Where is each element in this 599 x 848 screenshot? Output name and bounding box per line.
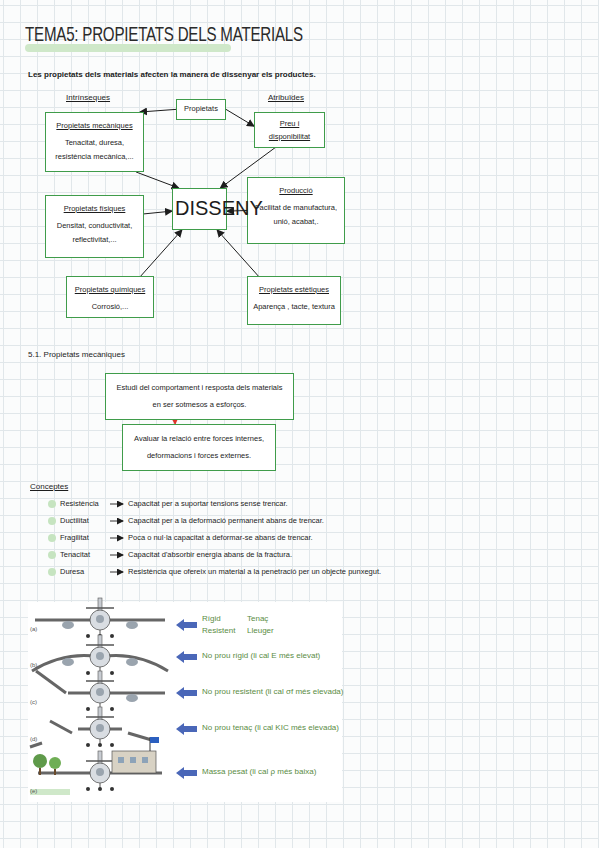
section-heading: Conceptes	[30, 482, 68, 491]
title-highlight	[25, 44, 231, 52]
connector	[136, 172, 179, 188]
blue-arrows	[176, 619, 197, 779]
node-body: Corrosió,...	[71, 300, 149, 314]
picture-label: No prou tenaç (li cal KIC més elevada)	[202, 723, 339, 732]
connector	[141, 230, 182, 276]
node-heading: Propietats	[181, 103, 221, 116]
node-heading: Producció	[252, 185, 340, 198]
property-box: Propietats químiquesCorrosió,...	[66, 276, 154, 318]
node-body: Tenacitat, duresa, resistència mecànica,…	[50, 136, 139, 165]
node-heading: Propietats químiques	[71, 284, 149, 297]
concept-definition: Capacitat d'absorbir energia abans de la…	[128, 550, 292, 559]
row-letter: (e)	[30, 788, 37, 794]
concept-definition: Capacitat per a la deformació permanent …	[128, 516, 324, 525]
section-heading: 5.1. Propietats mecàniques	[28, 350, 125, 359]
picture-label: Rígid	[202, 614, 221, 623]
row-letter: (c)	[30, 699, 37, 705]
concept-box: Avaluar la relació entre forces internes…	[122, 424, 276, 471]
central-box: DISSENY	[172, 188, 227, 230]
concept-term: Tenacitat	[60, 550, 90, 559]
picture-panel	[28, 602, 342, 802]
picture-label: Resistent	[202, 626, 235, 635]
picture-label: Massa pesat (li cal ρ més baixa)	[202, 767, 316, 776]
node-heading: Avaluar la relació entre forces internes…	[131, 431, 267, 464]
source-box: Propietats	[176, 99, 226, 120]
attribute-box: Preu i disponibilitat	[254, 112, 325, 148]
picture-label: Lleuger	[247, 626, 274, 635]
concept-definition: Capacitat per a suportar tensions sense …	[128, 499, 288, 508]
node-heading: Propietats físiques	[50, 203, 139, 216]
node-heading: Estudi del comportament i resposta dels …	[116, 380, 283, 413]
picture-label: No prou resistent (li cal σf més elevada…	[202, 687, 343, 696]
attribute-box: Propietats estètiquesAparença , tacte, t…	[247, 276, 341, 325]
picture-label: No prou rígid (li cal E més elevat)	[202, 651, 320, 660]
concept-term: Ductilitat	[60, 516, 89, 525]
concept-term: Fragilitat	[60, 533, 89, 542]
node-body: Aparença , tacte, textura	[252, 300, 336, 314]
node-heading: Preu i disponibilitat	[259, 118, 320, 144]
concept-arrows	[110, 504, 123, 572]
subtitle: Les propietats dels materials afecten la…	[28, 70, 316, 79]
row-letter: (d)	[30, 736, 37, 742]
group-heading: Atribuïdes	[268, 93, 304, 102]
connector	[226, 109, 254, 126]
group-heading: Intrínseques	[66, 93, 110, 102]
attribute-box: ProduccióFacilitat de manufactura, unió,…	[247, 177, 345, 244]
concept-term: Duresa	[60, 567, 84, 576]
property-box: Propietats físiquesDensitat, conductivit…	[45, 195, 144, 258]
page-title: TEMA5: PROPIETATS DELS MATERIALS	[25, 22, 303, 46]
connector	[227, 210, 247, 212]
concept-definition: Poca o nul·la capacitat a deformar-se ab…	[128, 533, 313, 542]
node-heading: Propietats estètiques	[252, 284, 336, 297]
concept-box: Estudi del comportament i resposta dels …	[105, 373, 294, 420]
concept-definition: Resistència que ofereix un material a la…	[128, 567, 381, 576]
node-heading: DISSENY	[175, 197, 224, 219]
row-letter: (a)	[30, 626, 37, 632]
connector	[140, 109, 176, 112]
bullets	[48, 500, 56, 576]
node-body: Facilitat de manufactura, unió, acabat,.	[252, 201, 340, 230]
picture-label: Tenaç	[247, 614, 268, 623]
property-box: Propietats mecàniquesTenacitat, duresa, …	[45, 112, 144, 172]
node-heading: Propietats mecàniques	[50, 120, 139, 133]
connector	[144, 211, 172, 214]
airplanes	[30, 598, 168, 795]
row-letter: (b)	[30, 662, 37, 668]
concept-term: Resistència	[60, 499, 99, 508]
node-body: Densitat, conductivitat, reflectivitat,.…	[50, 219, 139, 248]
